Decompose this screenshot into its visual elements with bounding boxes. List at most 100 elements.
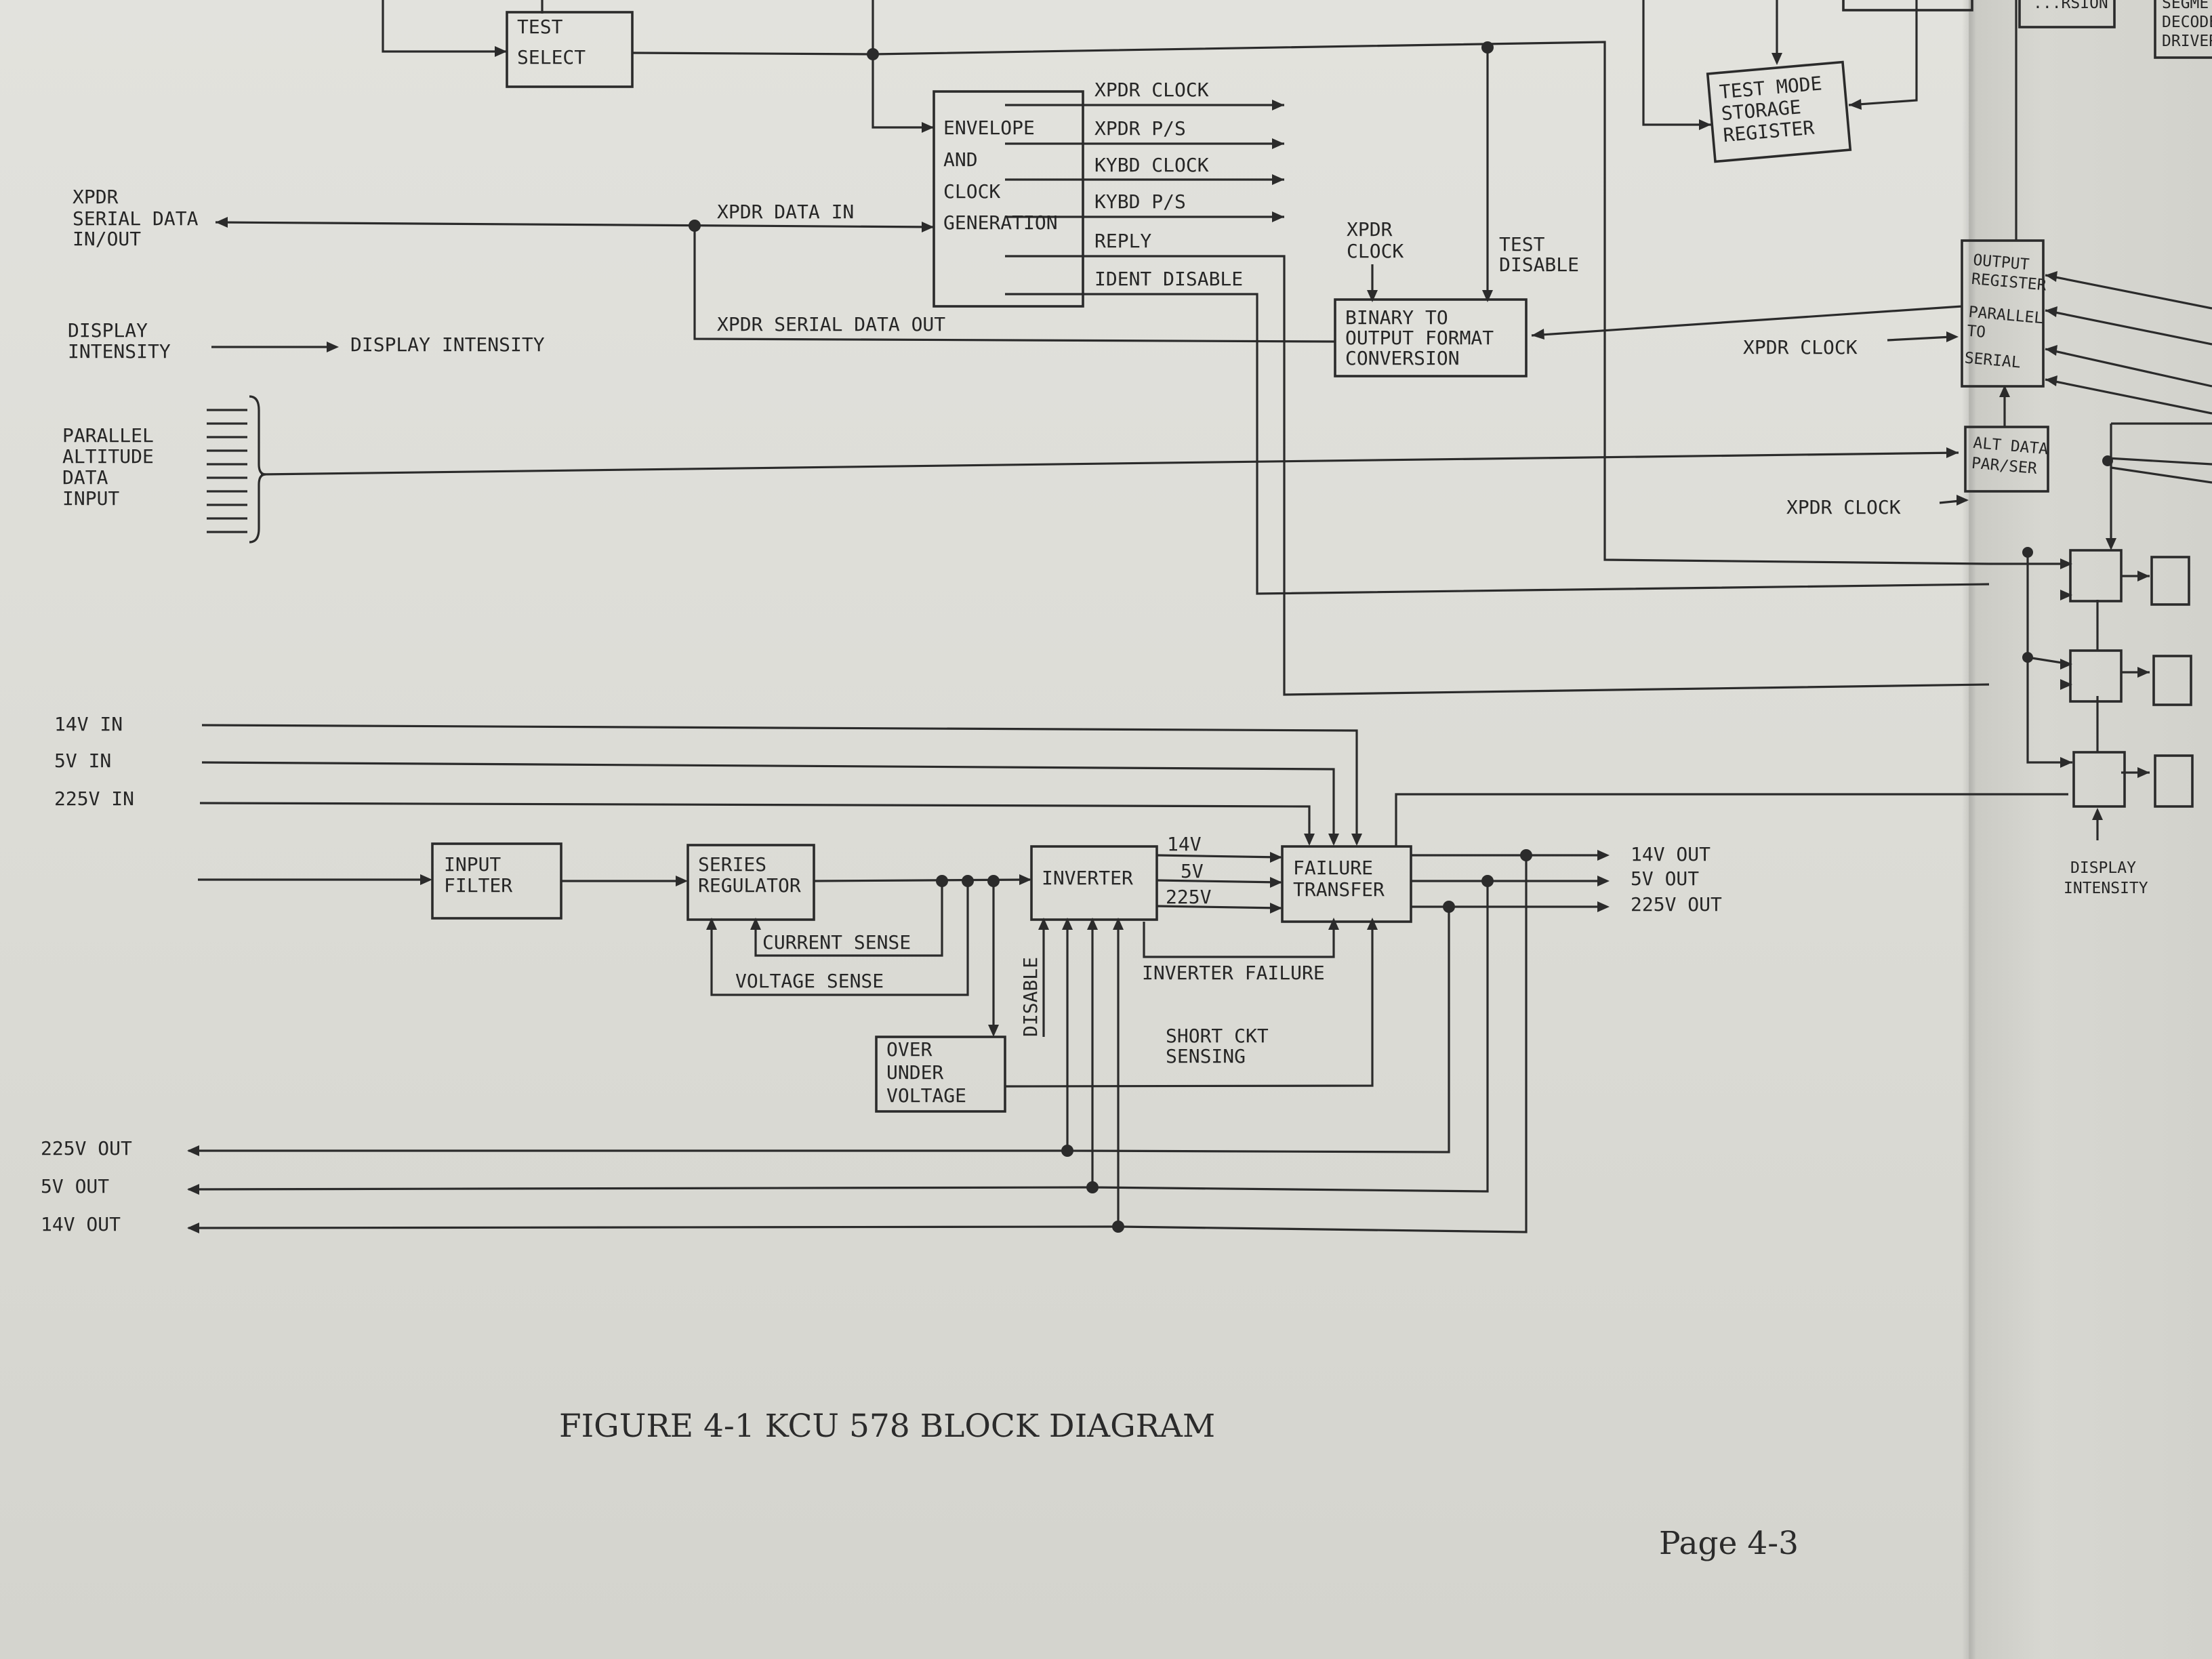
parallel-altitude-line-4: INPUT [62, 487, 119, 510]
test-select-line-2: SELECT [517, 46, 586, 68]
segment-driver-line-1: SEGME... [2162, 0, 2212, 12]
segment-driver-partial-box [2154, 0, 2212, 59]
block-boxes [431, 0, 2212, 1113]
inverter-out-5v: 5V [1181, 860, 1204, 882]
output-box-3 [2154, 754, 2194, 808]
power-in-5v: 5V IN [54, 750, 111, 772]
display-intensity-in-line-2: INTENSITY [68, 340, 171, 363]
top-wiring [211, 0, 2212, 846]
block-text: TEST SELECT ENVELOPE AND CLOCK GENERATIO… [444, 0, 2212, 1107]
output-register-line-4: TO [1966, 323, 1986, 342]
series-regulator-line-1: SERIES [698, 853, 766, 876]
parallel-altitude-bus [207, 395, 266, 544]
envelope-line-4: GENERATION [943, 211, 1058, 234]
xpdr-clock-right-2: XPDR CLOCK [1786, 496, 1901, 518]
envelope-line-3: CLOCK [943, 180, 1000, 203]
xpdr-clock-binary-line-2: CLOCK [1347, 240, 1404, 262]
binary-line-3: CONVERSION [1345, 347, 1460, 369]
xpdr-ps-out-label: XPDR P/S [1094, 117, 1186, 140]
xpdr-clock-right-1: XPDR CLOCK [1743, 336, 1858, 359]
ident-disable-out-label: IDENT DISABLE [1094, 268, 1243, 290]
failure-transfer-block [1281, 845, 1412, 923]
output-register-line-5: SERIAL [1964, 349, 2022, 371]
xpdr-serial-data-out-label: XPDR SERIAL DATA OUT [717, 313, 945, 335]
binary-line-1: BINARY TO [1345, 306, 1448, 329]
top-right-partial-box [1842, 0, 1973, 12]
over-under-line-2: UNDER [886, 1061, 943, 1084]
binary-block [1334, 298, 1528, 377]
display-intensity-mid: DISPLAY INTENSITY [350, 333, 545, 356]
inverter-label: INVERTER [1042, 867, 1133, 889]
xpdr-serial-line-3: IN/OUT [73, 228, 141, 250]
display-intensity-right-line-2: INTENSITY [2064, 880, 2148, 897]
parallel-altitude-line-2: ALTITUDE [62, 445, 154, 468]
junction-dots [689, 41, 2113, 1233]
envelope-block [933, 90, 1084, 308]
output-register-block [1961, 239, 2045, 388]
test-select-line-1: TEST [517, 16, 563, 38]
display-intensity-in-line-1: DISPLAY [68, 319, 148, 342]
envelope-line-1: ENVELOPE [943, 117, 1035, 139]
inverter-failure-label: INVERTER FAILURE [1142, 962, 1325, 984]
alt-data-block [1964, 426, 2049, 493]
inverter-out-14v: 14V [1167, 833, 1202, 855]
over-under-line-3: VOLTAGE [886, 1084, 966, 1107]
logic-box-3 [2072, 751, 2126, 808]
failure-transfer-line-2: TRANSFER [1293, 878, 1385, 901]
parallel-altitude-line-1: PARALLEL [62, 424, 154, 447]
facing-page [1969, 0, 2212, 1659]
top-right-partial-box-2 [2018, 0, 2116, 28]
disable-label: DISABLE [1019, 957, 1042, 1037]
alt-data-line-1: ALT DATA [1973, 434, 2049, 459]
power-out-left-5v: 5V OUT [41, 1175, 109, 1197]
inverter-out-225v: 225V [1166, 886, 1212, 908]
current-sense-label: CURRENT SENSE [762, 931, 911, 954]
test-disable-line-2: DISABLE [1499, 253, 1579, 276]
parallel-altitude-line-3: DATA [62, 466, 108, 489]
arrowheads [187, 46, 2150, 1233]
short-ckt-line-2: SENSING [1166, 1045, 1246, 1067]
page-number: Page 4-3 [1659, 1525, 1799, 1562]
logic-box-2 [2069, 649, 2123, 703]
output-box-1 [2150, 556, 2190, 606]
power-out-right-5v: 5V OUT [1631, 867, 1699, 890]
segment-driver-line-2: DECODER [2162, 14, 2212, 31]
logic-box-1 [2069, 549, 2123, 602]
input-filter-line-2: FILTER [444, 874, 512, 897]
power-in-14v: 14V IN [54, 713, 123, 735]
figure-caption: FIGURE 4-1 KCU 578 BLOCK DIAGRAM [559, 1408, 1215, 1445]
output-box-2 [2152, 655, 2192, 706]
input-filter-line-1: INPUT [444, 853, 501, 876]
test-select-block [506, 11, 634, 88]
xpdr-clock-binary-line-1: XPDR [1347, 218, 1393, 241]
envelope-line-2: AND [943, 148, 978, 171]
top-right-partial-1: ...RSION [2033, 0, 2108, 12]
test-mode-block [1706, 60, 1852, 163]
power-out-right-225v: 225V OUT [1631, 893, 1722, 916]
over-under-block [875, 1036, 1006, 1113]
xpdr-serial-line-2: SERIAL DATA [73, 207, 199, 230]
display-intensity-right-line-1: DISPLAY [2070, 859, 2136, 877]
inverter-block [1030, 845, 1158, 921]
power-out-left-225v: 225V OUT [41, 1137, 132, 1160]
xpdr-serial-line-1: XPDR [73, 186, 119, 208]
test-disable-line-1: TEST [1499, 233, 1545, 255]
xpdr-clock-out-label: XPDR CLOCK [1094, 79, 1209, 101]
alt-data-line-2: PAR/SER [1971, 455, 2038, 478]
signal-labels: XPDR SERIAL DATA IN/OUT DISPLAY INTENSIT… [41, 79, 2148, 1235]
output-register-line-2: REGISTER [1971, 270, 2047, 295]
xpdr-data-in-label: XPDR DATA IN [717, 201, 854, 223]
kybd-clock-out-label: KYBD CLOCK [1094, 154, 1209, 176]
short-ckt-line-1: SHORT CKT [1166, 1025, 1269, 1047]
voltage-sense-label: VOLTAGE SENSE [735, 970, 884, 992]
binary-line-2: OUTPUT FORMAT [1345, 327, 1494, 349]
page-fold [1962, 0, 1975, 1659]
power-out-right-14v: 14V OUT [1631, 843, 1711, 865]
kybd-ps-out-label: KYBD P/S [1094, 190, 1186, 213]
input-filter-block [431, 842, 562, 920]
over-under-line-1: OVER [886, 1038, 933, 1061]
series-regulator-block [687, 844, 815, 921]
power-out-left-14v: 14V OUT [41, 1213, 121, 1235]
